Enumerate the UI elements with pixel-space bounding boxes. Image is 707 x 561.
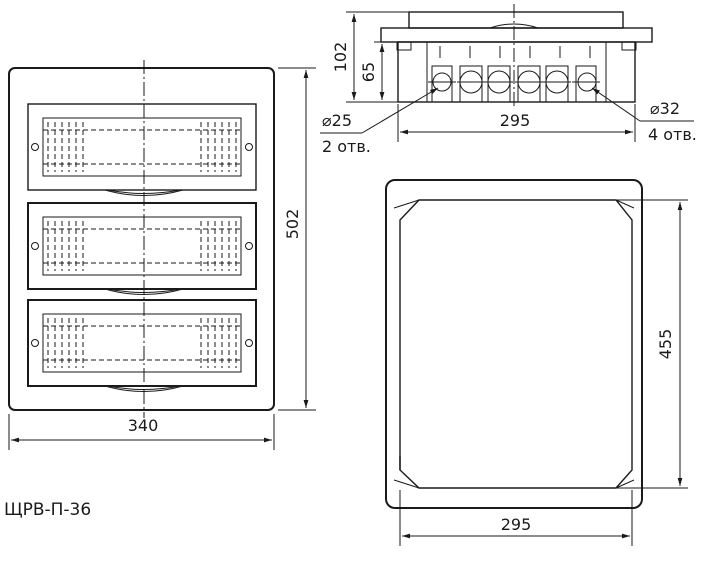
side-inner-depth-dimension: 65 — [359, 41, 398, 100]
hole-leader-large: ⌀32 4 отв. — [591, 87, 697, 144]
front-din-row-3 — [27, 299, 257, 392]
small-hole-count: 2 отв. — [322, 137, 371, 156]
side-depth-label: 102 — [331, 42, 350, 73]
back-view: 455 295 — [385, 179, 688, 546]
front-din-row-2 — [27, 202, 257, 295]
back-inner-panel — [399, 199, 633, 489]
large-hole-diameter: ⌀32 — [650, 99, 680, 118]
side-view: 102 65 295 ⌀25 2 отв. ⌀32 4 отв. — [320, 4, 697, 156]
front-width-label: 340 — [128, 416, 159, 435]
side-width-dimension: 295 — [397, 104, 636, 142]
model-name: ЩРВ-П-36 — [4, 500, 91, 520]
hole-leader-small: ⌀25 2 отв. — [320, 87, 439, 156]
front-din-row-1 — [27, 103, 257, 196]
large-hole-count: 4 отв. — [648, 125, 697, 144]
back-width-dimension: 295 — [399, 490, 633, 546]
side-knockout-holes — [428, 65, 600, 103]
back-outer-frame — [385, 179, 643, 509]
front-width-dimension: 340 — [8, 414, 275, 450]
back-height-dimension: 455 — [584, 199, 688, 489]
front-height-label: 502 — [283, 209, 302, 240]
side-inner-depth-label: 65 — [359, 62, 378, 82]
back-width-label: 295 — [501, 515, 532, 534]
side-width-label: 295 — [500, 111, 531, 130]
front-outer-frame — [8, 67, 275, 411]
side-depth-dimension: 102 — [331, 11, 409, 103]
front-height-dimension: 502 — [278, 67, 316, 411]
small-hole-diameter: ⌀25 — [322, 111, 352, 130]
front-view: 502 340 — [8, 60, 316, 450]
back-height-label: 455 — [656, 329, 675, 360]
